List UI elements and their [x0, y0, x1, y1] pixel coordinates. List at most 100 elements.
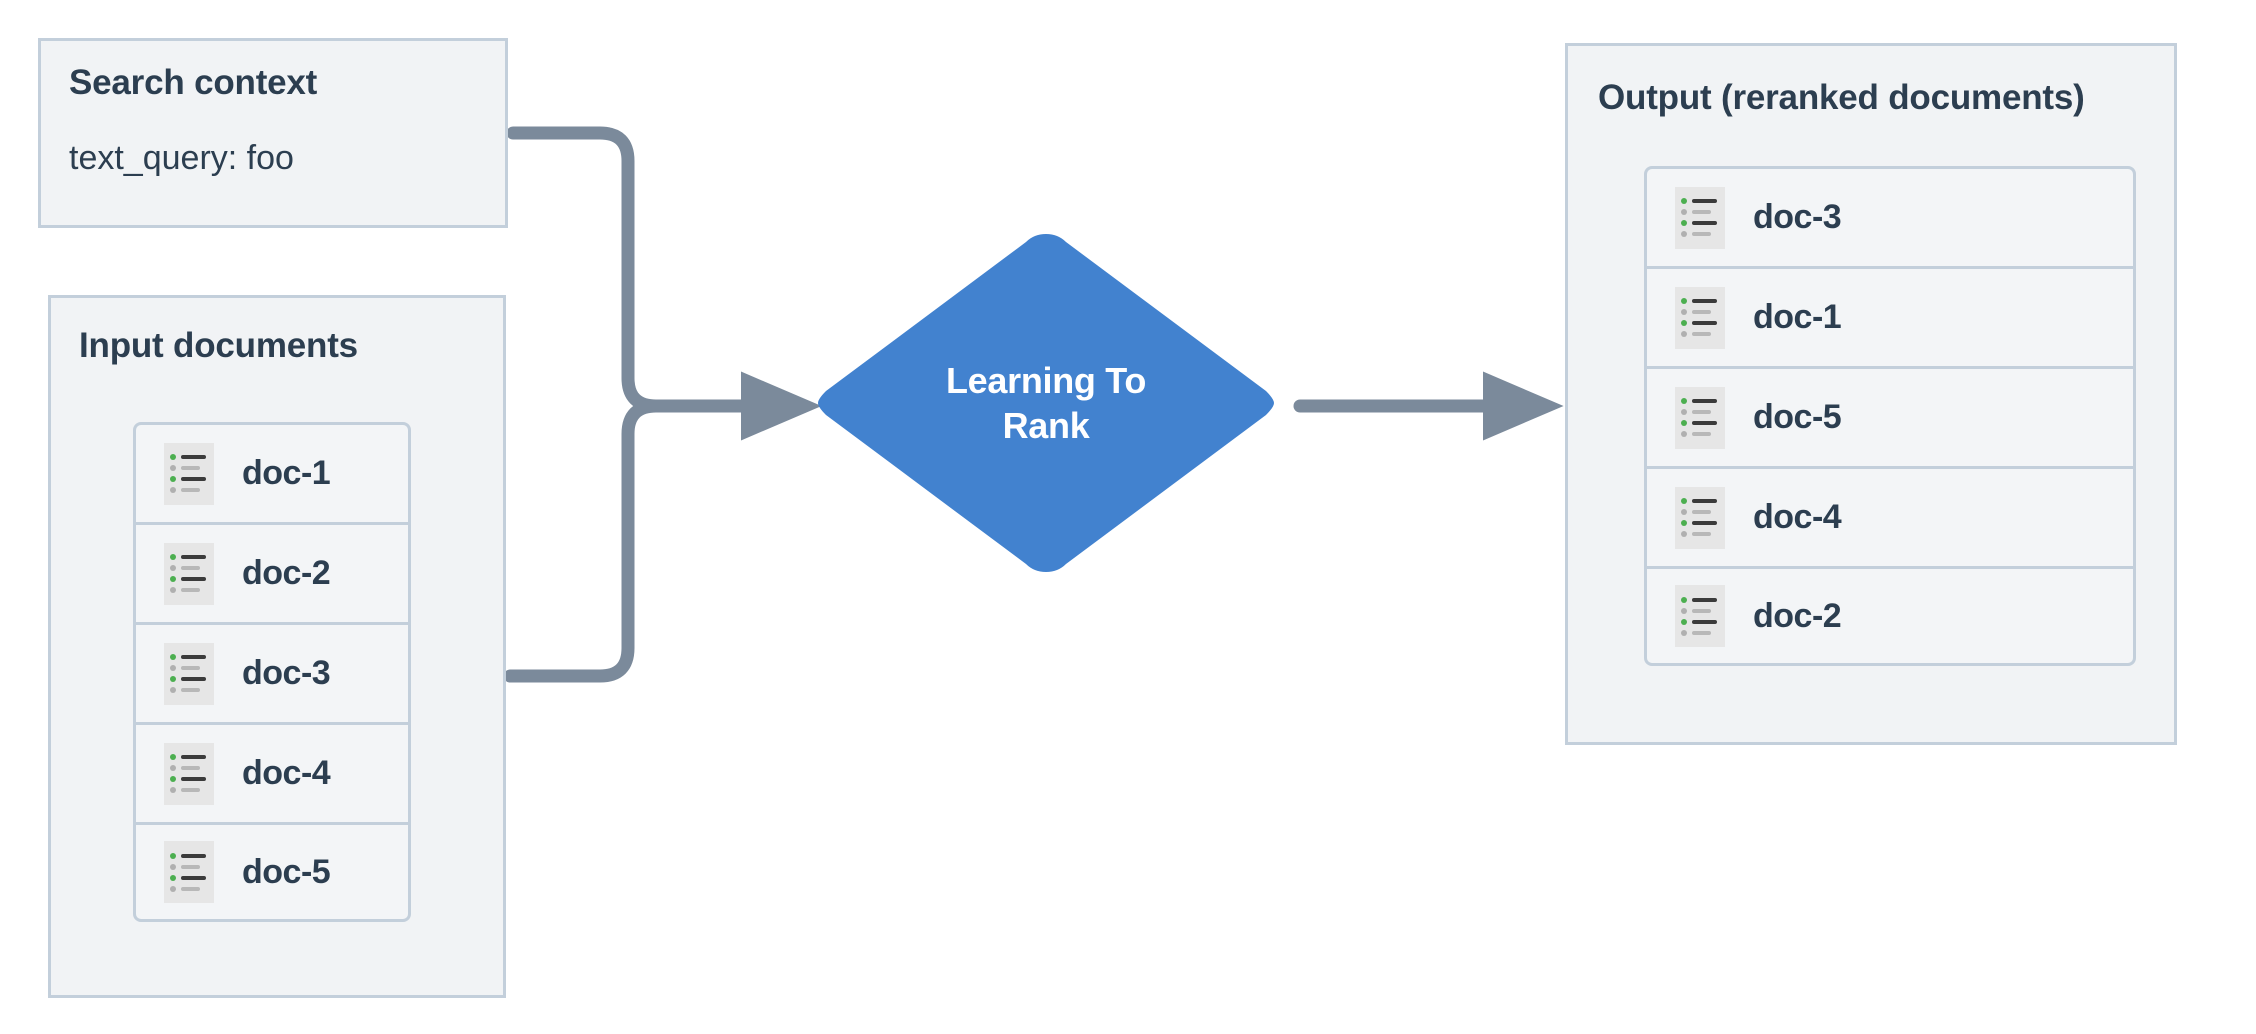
document-list-icon-bar [181, 766, 200, 770]
document-list-icon-row [170, 765, 208, 771]
document-list-icon-bar [1692, 221, 1717, 225]
document-list-icon-bullet [170, 654, 176, 660]
document-list-icon-row [1681, 498, 1719, 504]
document-list-icon-bar [1692, 210, 1711, 214]
document-list-icon-bar [181, 886, 200, 891]
document-list-icon-row [170, 576, 208, 582]
output-document-card[interactable]: doc-3 [1644, 166, 2136, 266]
input-document-label: doc-4 [242, 754, 331, 792]
document-list-icon-bullet [1681, 531, 1687, 537]
document-list-icon-row [170, 476, 208, 482]
document-list-icon-row [1681, 531, 1719, 537]
document-list-icon-bar [1692, 532, 1711, 536]
document-list-icon-row [1681, 618, 1719, 625]
document-list-icon-row [1681, 231, 1719, 237]
document-list-icon-row [1681, 320, 1719, 326]
search-context-title: Search context [69, 63, 318, 102]
output-document-card[interactable]: doc-4 [1644, 466, 2136, 566]
document-list-icon [1675, 186, 1725, 249]
document-list-icon-bar [181, 755, 206, 759]
document-list-icon-bar [181, 788, 200, 792]
input-document-card[interactable]: doc-4 [133, 722, 411, 822]
document-list-icon-row [170, 776, 208, 782]
document-list-icon-bar [1692, 630, 1711, 635]
document-list-icon-bar [181, 677, 206, 681]
document-list-icon [1675, 585, 1725, 647]
input-document-card[interactable]: doc-1 [133, 422, 411, 522]
document-list-icon-bullet [170, 665, 176, 671]
document-list-icon-bar [1692, 597, 1717, 602]
learning-to-rank-node[interactable]: Learning To Rank [812, 228, 1280, 578]
input-documents-title: Input documents [79, 326, 358, 365]
document-list-icon-bullet [170, 565, 176, 571]
document-list-icon-bullet [1681, 420, 1687, 426]
document-list-icon-bullet [1681, 209, 1687, 215]
input-document-card[interactable]: doc-5 [133, 822, 411, 922]
document-list-icon-row [1681, 398, 1719, 404]
document-list-icon-bar [1692, 299, 1717, 303]
document-list-icon-bar [1692, 608, 1711, 613]
document-list-icon-bullet [170, 487, 176, 493]
document-list-icon-row [170, 863, 208, 870]
document-list-icon-bullet [170, 885, 176, 892]
document-list-icon-bullet [170, 852, 176, 859]
document-list-icon [164, 442, 214, 505]
document-list-icon-bullet [1681, 596, 1687, 603]
document-list-icon-row [170, 874, 208, 881]
document-list-icon-row [170, 885, 208, 892]
diamond-shape [818, 234, 1274, 572]
document-list-icon-bar [181, 577, 206, 581]
document-list-icon-row [1681, 596, 1719, 603]
document-list-icon-row [170, 754, 208, 760]
output-document-card[interactable]: doc-2 [1644, 566, 2136, 666]
search-context-query-line: text_query: foo [69, 139, 294, 177]
document-list-icon-bullet [1681, 409, 1687, 415]
connector-input-documents-to-ltr [503, 399, 707, 683]
document-list-icon-bar [181, 666, 200, 670]
document-list-icon-row [170, 676, 208, 682]
document-list-icon-row [1681, 309, 1719, 315]
document-list-icon-row [1681, 607, 1719, 614]
document-list-icon-bar [181, 875, 206, 880]
document-list-icon-bullet [170, 676, 176, 682]
output-document-card[interactable]: doc-5 [1644, 366, 2136, 466]
document-list-icon-bullet [170, 576, 176, 582]
document-list-icon-bullet [1681, 320, 1687, 326]
output-document-label: doc-5 [1753, 398, 1842, 436]
document-list-icon-row [1681, 298, 1719, 304]
document-list-icon-bullet [1681, 509, 1687, 515]
document-list-icon-row [1681, 198, 1719, 204]
document-list-icon [164, 642, 214, 705]
document-list-icon-bullet [1681, 618, 1687, 625]
output-document-label: doc-2 [1753, 596, 1842, 635]
document-list-icon-bullet [1681, 220, 1687, 226]
document-list-icon-bar [181, 555, 206, 559]
document-list-icon [164, 742, 214, 805]
document-list-icon-row [1681, 509, 1719, 515]
document-list-icon [1675, 386, 1725, 449]
document-list-icon-bar [181, 477, 206, 481]
document-list-icon-row [170, 565, 208, 571]
document-list-icon-bullet [1681, 498, 1687, 504]
input-document-label: doc-5 [242, 852, 331, 891]
document-list-icon-bar [1692, 521, 1717, 525]
document-list-icon-bar [181, 488, 200, 492]
document-list-icon-row [170, 465, 208, 471]
document-list-icon-bullet [170, 863, 176, 870]
document-list-icon-bullet [170, 476, 176, 482]
document-list-icon-bar [1692, 499, 1717, 503]
document-list-icon [164, 841, 214, 903]
input-document-card[interactable]: doc-2 [133, 522, 411, 622]
document-list-icon [164, 542, 214, 605]
document-list-icon-row [1681, 409, 1719, 415]
document-list-icon [1675, 486, 1725, 549]
input-document-card[interactable]: doc-3 [133, 622, 411, 722]
document-list-icon-bar [181, 566, 200, 570]
document-list-icon-row [1681, 420, 1719, 426]
document-list-icon-bullet [1681, 629, 1687, 636]
document-list-icon-bar [1692, 410, 1711, 414]
document-list-icon-bullet [1681, 607, 1687, 614]
output-document-card[interactable]: doc-1 [1644, 266, 2136, 366]
